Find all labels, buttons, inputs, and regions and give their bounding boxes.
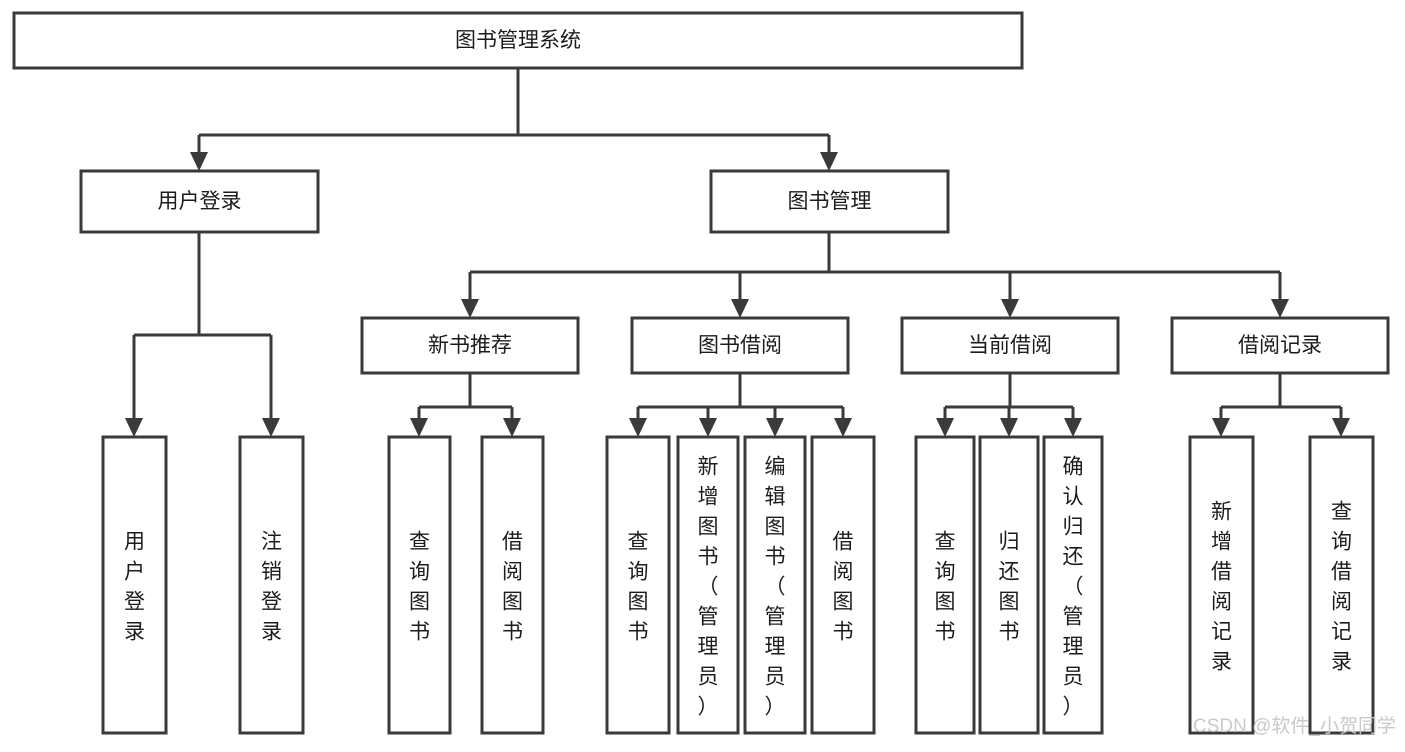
- watermark-label: CSDN @软件_小贺同学: [1193, 715, 1396, 737]
- node-label: 新书推荐: [428, 334, 512, 357]
- node-leaf-edit-book[interactable]: 编辑图书（管理员）: [743, 435, 807, 735]
- node-leaf-confirm-return[interactable]: 确认归还（管理员）: [1042, 435, 1104, 735]
- node-label: 图书管理系统: [455, 29, 581, 52]
- node-user-login[interactable]: 用户登录: [79, 169, 320, 234]
- node-label: 查询借阅记录: [1331, 500, 1352, 673]
- node-leaf-add-book[interactable]: 新增图书（管理员）: [676, 435, 740, 735]
- node-label: 借阅图书: [502, 530, 523, 643]
- arrow-head-icon: [1271, 299, 1289, 318]
- node-borrow-record[interactable]: 借阅记录: [1170, 316, 1390, 375]
- arrow-head-icon: [1212, 418, 1230, 437]
- connector-group: [1212, 373, 1350, 437]
- node-box[interactable]: [1170, 316, 1390, 375]
- node-label: 确认归还（管理员）: [1063, 455, 1084, 718]
- arrow-head-icon: [262, 418, 280, 437]
- node-leaf-return-book[interactable]: 归还图书: [978, 435, 1040, 735]
- node-label: 归还图书: [999, 530, 1020, 643]
- connector-group: [936, 373, 1082, 437]
- node-label: 当前借阅: [968, 334, 1052, 357]
- node-box[interactable]: [900, 316, 1120, 375]
- arrow-head-icon: [731, 299, 749, 318]
- node-box[interactable]: [1308, 435, 1375, 735]
- node-leaf-query-book-rec[interactable]: 查询图书: [387, 435, 452, 735]
- node-book-borrow[interactable]: 图书借阅: [630, 316, 850, 375]
- node-current-borrow[interactable]: 当前借阅: [900, 316, 1120, 375]
- node-leaf-logout[interactable]: 注销登录: [238, 435, 305, 735]
- node-box[interactable]: [238, 435, 305, 735]
- arrow-head-icon: [699, 418, 717, 437]
- arrow-head-icon: [461, 299, 479, 318]
- node-leaf-borrow-book-rec[interactable]: 借阅图书: [480, 435, 545, 735]
- connectors-layer: [125, 68, 1350, 437]
- node-box[interactable]: [978, 435, 1040, 735]
- node-label: 借阅记录: [1238, 334, 1322, 357]
- arrow-head-icon: [629, 418, 647, 437]
- node-label: 图书借阅: [698, 334, 782, 357]
- node-book-manage[interactable]: 图书管理: [709, 169, 950, 234]
- arrow-head-icon: [1001, 299, 1019, 318]
- node-label: 新增图书（管理员）: [698, 455, 719, 718]
- node-leaf-add-record[interactable]: 新增借阅记录: [1188, 435, 1255, 735]
- arrow-head-icon: [766, 418, 784, 437]
- node-leaf-borrow-book-b[interactable]: 借阅图书: [810, 435, 876, 735]
- node-box[interactable]: [605, 435, 671, 735]
- node-label: 新增借阅记录: [1211, 500, 1232, 673]
- arrow-head-icon: [820, 152, 838, 171]
- arrow-head-icon: [1000, 418, 1018, 437]
- node-box[interactable]: [101, 435, 168, 735]
- node-box[interactable]: [387, 435, 452, 735]
- arrow-head-icon: [410, 418, 428, 437]
- node-label: 图书管理: [788, 190, 872, 213]
- arrow-head-icon: [190, 152, 208, 171]
- node-root[interactable]: 图书管理系统: [12, 11, 1024, 70]
- node-new-book-rec[interactable]: 新书推荐: [360, 316, 580, 375]
- connector-group: [190, 68, 838, 171]
- node-box[interactable]: [1042, 435, 1104, 735]
- node-box[interactable]: [1188, 435, 1255, 735]
- node-leaf-query-book-c[interactable]: 查询图书: [914, 435, 976, 735]
- node-box[interactable]: [79, 169, 320, 234]
- node-leaf-user-login[interactable]: 用户登录: [101, 435, 168, 735]
- connector-group: [629, 373, 852, 437]
- arrow-head-icon: [936, 418, 954, 437]
- node-box[interactable]: [914, 435, 976, 735]
- node-box[interactable]: [12, 11, 1024, 70]
- node-box[interactable]: [709, 169, 950, 234]
- connector-group: [410, 373, 521, 437]
- node-label: 查询图书: [935, 530, 956, 643]
- node-box[interactable]: [676, 435, 740, 735]
- connector-group: [461, 232, 1289, 318]
- node-label: 借阅图书: [833, 530, 854, 643]
- arrow-head-icon: [503, 418, 521, 437]
- node-leaf-query-book-b[interactable]: 查询图书: [605, 435, 671, 735]
- node-leaf-query-record[interactable]: 查询借阅记录: [1308, 435, 1375, 735]
- node-box[interactable]: [360, 316, 580, 375]
- node-label: 查询图书: [409, 530, 430, 643]
- node-box[interactable]: [743, 435, 807, 735]
- node-label: 编辑图书（管理员）: [765, 455, 786, 718]
- node-label: 用户登录: [124, 530, 145, 643]
- node-label: 查询图书: [628, 530, 649, 643]
- arrow-head-icon: [1064, 418, 1082, 437]
- node-label: 用户登录: [158, 190, 242, 213]
- node-box[interactable]: [630, 316, 850, 375]
- node-box[interactable]: [480, 435, 545, 735]
- arrow-head-icon: [125, 418, 143, 437]
- node-box[interactable]: [810, 435, 876, 735]
- arrow-head-icon: [834, 418, 852, 437]
- connector-group: [125, 232, 280, 437]
- nodes-layer: 图书管理系统用户登录图书管理新书推荐图书借阅当前借阅借阅记录用户登录注销登录查询…: [12, 11, 1390, 735]
- node-label: 注销登录: [261, 530, 282, 643]
- arrow-head-icon: [1332, 418, 1350, 437]
